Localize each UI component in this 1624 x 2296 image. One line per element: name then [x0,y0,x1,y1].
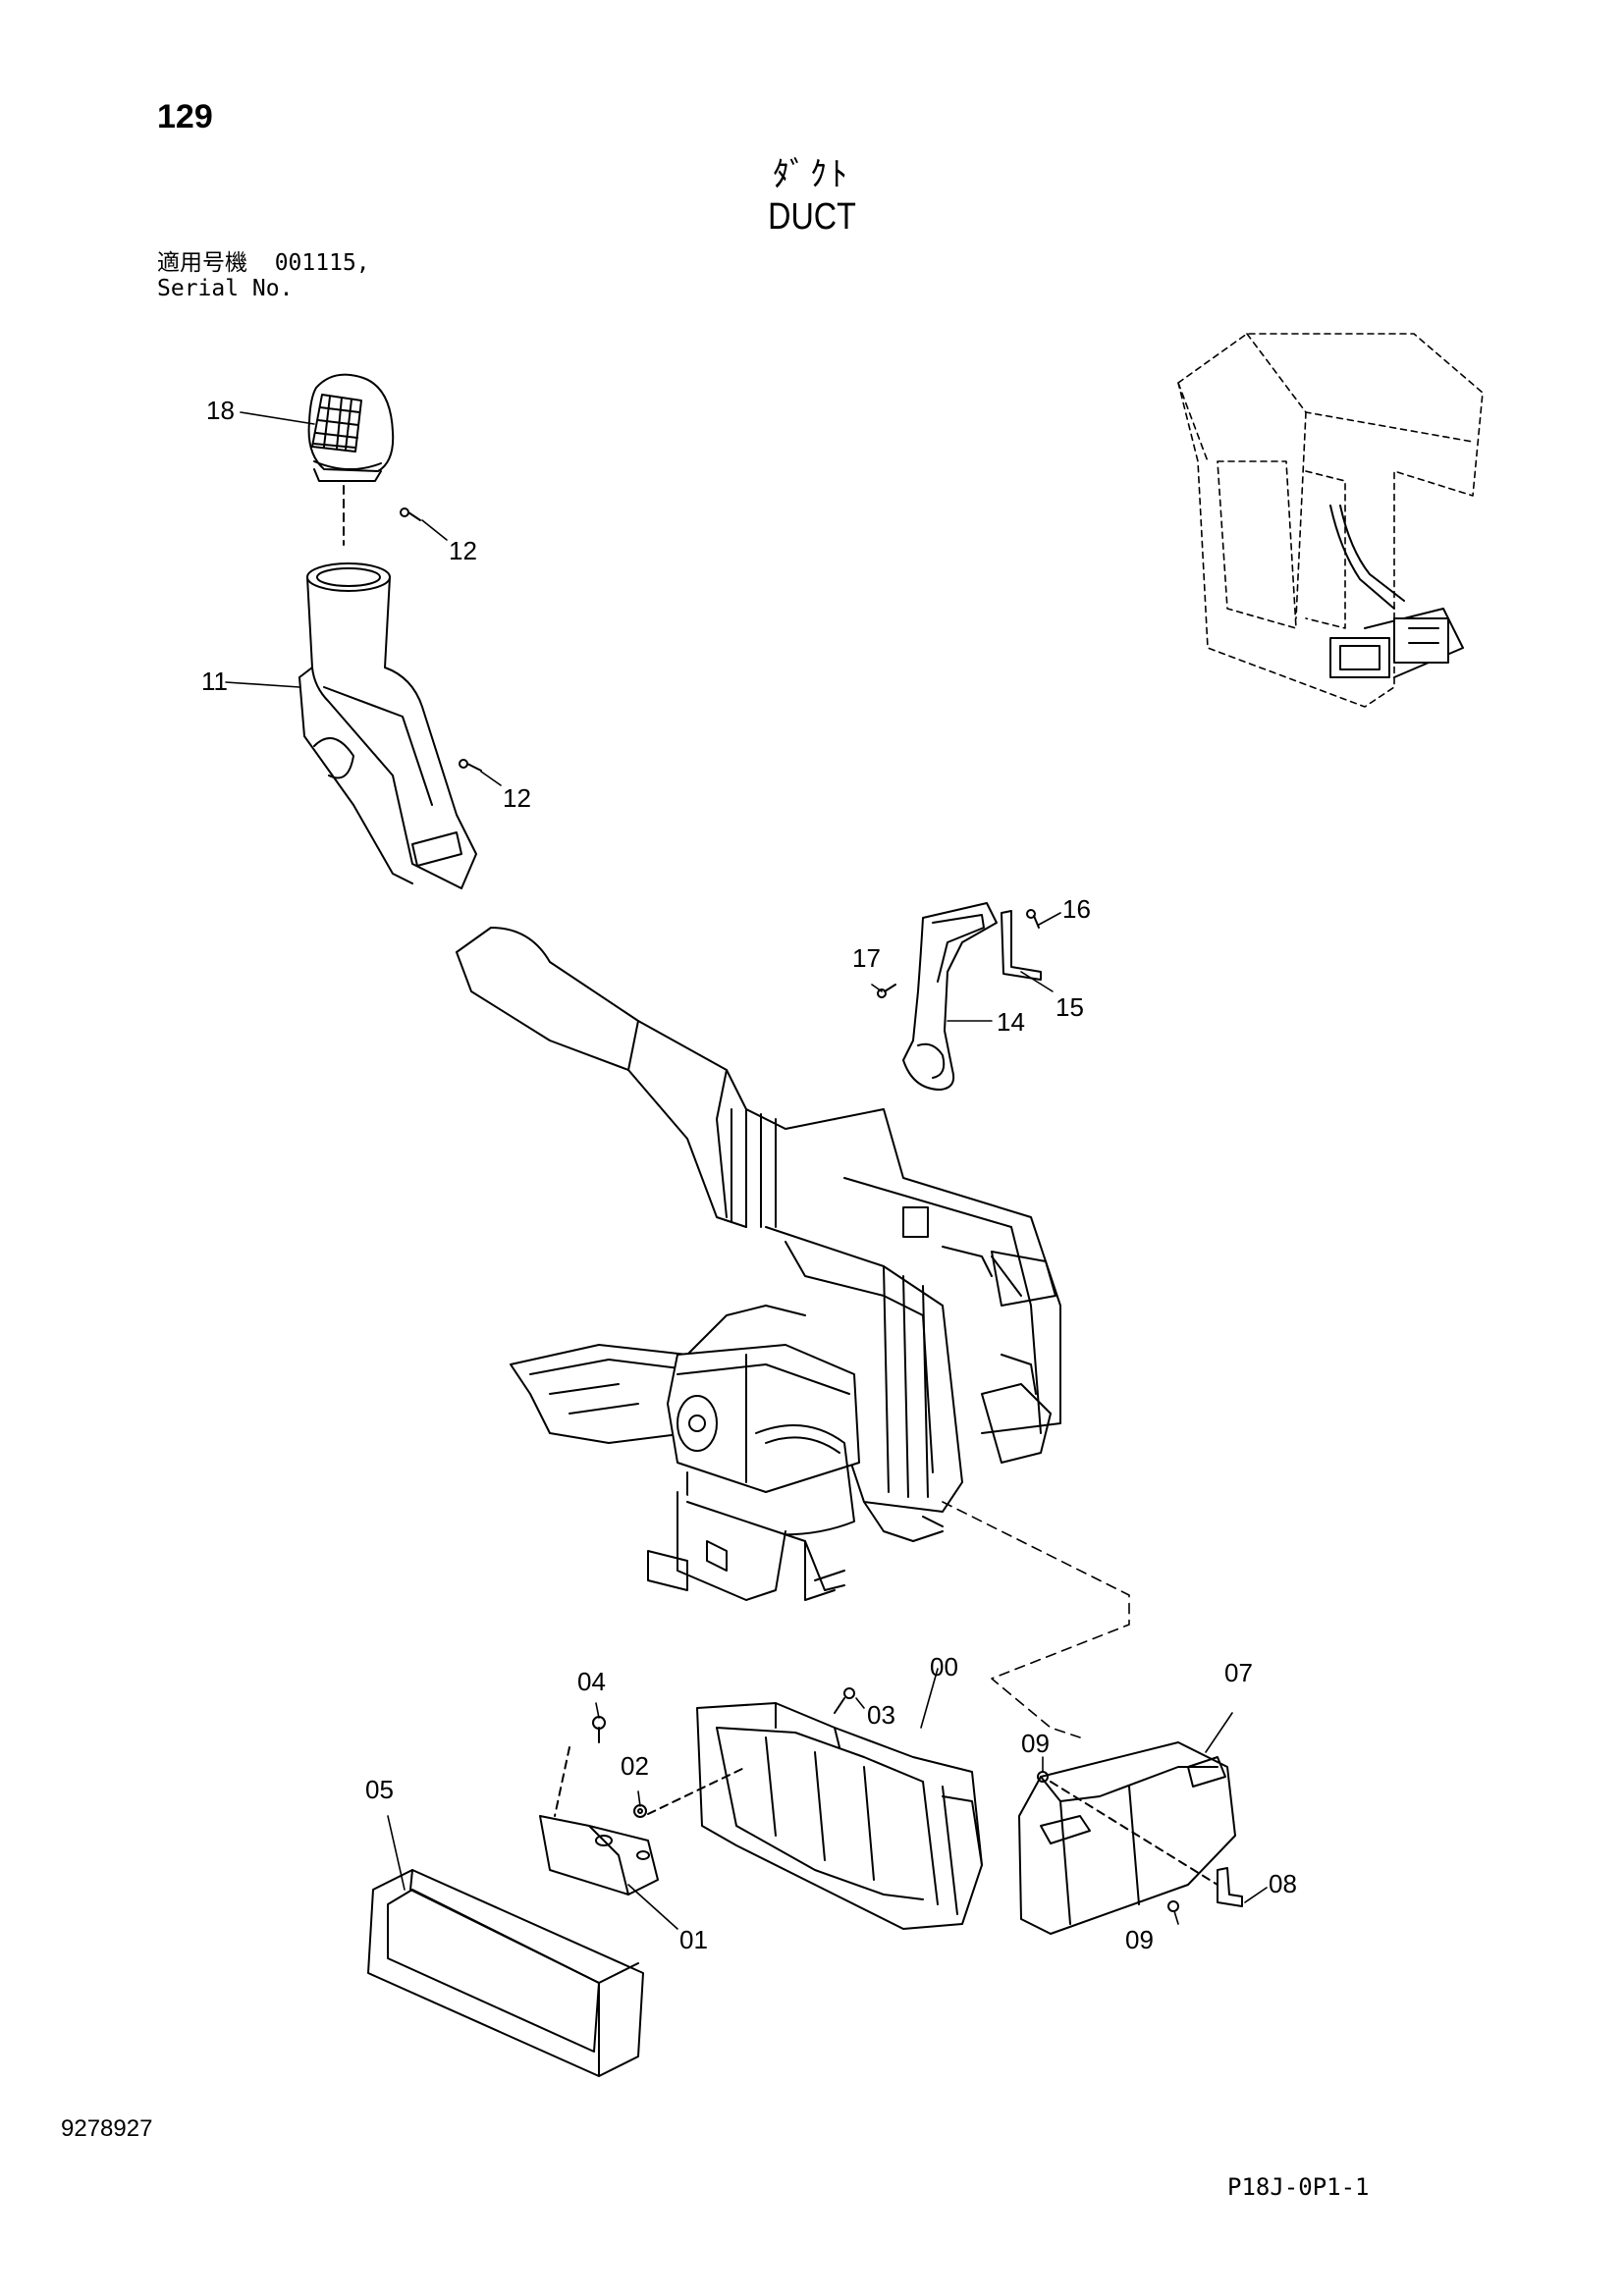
document-number: 9278927 [61,2115,153,2142]
title-english: DUCT [768,196,856,238]
callout-leaders [225,411,1268,1930]
serial-label-jp: 適用号機 [157,250,247,276]
part-16-screw [1026,909,1040,929]
part-12-screw-side [459,759,482,772]
callout-04: 04 [577,1667,606,1696]
assembly-leader [942,1501,1130,1738]
page-code: P18J-0P1-1 [1227,2173,1370,2201]
callout-16: 16 [1062,894,1091,924]
callout-05: 05 [365,1775,394,1804]
serial-value: 001115, [274,250,370,276]
part-17-screw [877,984,896,998]
callout-14: 14 [997,1007,1025,1037]
callout-09-bottom: 09 [1125,1925,1154,1954]
cab-inset-unit [1329,505,1464,678]
main-ac-unit [456,927,1061,1601]
callout-09-top: 09 [1021,1729,1050,1758]
part-05-filter-frame [367,1869,644,2077]
callout-01: 01 [679,1925,708,1954]
leader-02-00 [647,1766,747,1815]
part-12-screw-top [400,507,421,521]
part-07-side-duct [1018,1741,1236,1935]
title-japanese: ﾀﾞｸﾄ [773,155,851,194]
callout-12-top: 12 [449,536,477,565]
leader-04-01 [554,1746,570,1817]
callout-17: 17 [852,943,881,973]
callout-11: 11 [201,667,228,696]
part-14-small-duct [902,902,998,1091]
serial-info: 適用号機 001115, Serial No. [157,250,370,301]
callout-03: 03 [867,1700,895,1730]
part-08-bracket [1217,1867,1243,1907]
callout-18: 18 [206,396,235,425]
part-18-louver [307,373,395,482]
serial-label-en: Serial No. [157,276,294,301]
callout-08: 08 [1269,1869,1297,1898]
cab-overview-inset [1177,333,1484,708]
callout-00: 00 [930,1652,958,1682]
part-15-bracket [1001,910,1042,981]
part-01-bracket [539,1815,659,1896]
callout-07: 07 [1224,1658,1253,1687]
part-03-screw [834,1687,855,1714]
callout-02: 02 [621,1751,649,1781]
callout-12-side: 12 [503,783,531,813]
callout-15: 15 [1056,992,1084,1022]
part-11-duct [298,562,477,889]
part-09-screw-bottom [1167,1900,1179,1912]
page-number: 129 [157,98,213,135]
leader-09-08 [1050,1781,1218,1886]
part-02-nut [633,1804,647,1818]
part-00-duct-box [696,1702,983,1930]
part-04-screw [592,1716,606,1743]
